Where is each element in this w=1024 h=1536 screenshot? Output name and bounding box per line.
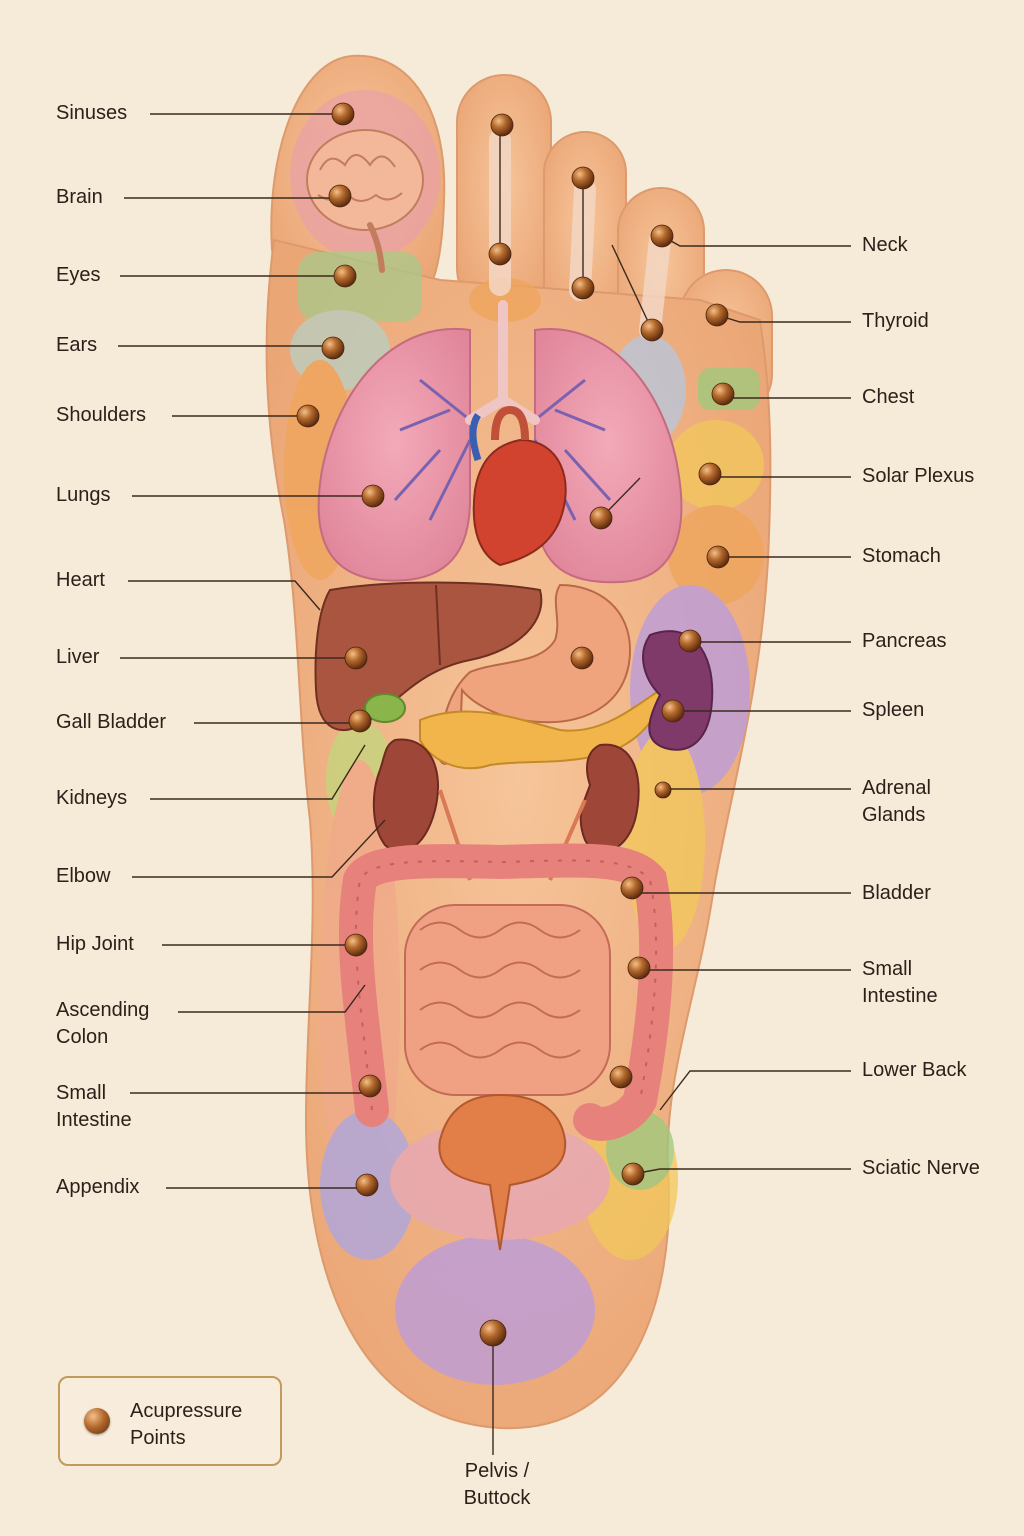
label-solar-plexus: Solar Plexus — [862, 465, 975, 487]
label-liver: Liver — [56, 646, 100, 668]
point-shoulders — [296, 404, 320, 428]
point-hip-joint — [344, 933, 368, 957]
point-toe-stem-2 — [571, 276, 595, 300]
label-elbow: Elbow — [56, 865, 111, 887]
label-pancreas: Pancreas — [862, 630, 947, 652]
point-big-toe-tip — [490, 113, 514, 137]
point-stomach — [706, 545, 730, 569]
small-intestine-organ — [404, 904, 611, 1096]
point-spleen — [661, 699, 685, 723]
bladder-organ — [438, 1093, 567, 1251]
label-shoulders: Shoulders — [56, 404, 147, 426]
point-gall-bladder — [348, 709, 372, 733]
point-lungs — [361, 484, 385, 508]
point-adrenal — [654, 781, 672, 799]
point-brain — [328, 184, 352, 208]
label-small-intestine-right: Small Intestine — [862, 958, 938, 1007]
point-solar-plexus — [698, 462, 722, 486]
liver-organ — [314, 581, 543, 731]
legend-label: Acupressure Points — [130, 1400, 243, 1449]
label-chest: Chest — [862, 386, 915, 408]
point-small-intestine-left — [358, 1074, 382, 1098]
label-adrenal-glands: Adrenal Glands — [862, 777, 931, 826]
point-bladder — [620, 876, 644, 900]
point-small-intestine-right — [627, 956, 651, 980]
point-sinuses — [331, 102, 355, 126]
label-neck: Neck — [862, 234, 908, 256]
label-eyes: Eyes — [56, 264, 101, 286]
heart-organ — [469, 405, 567, 567]
label-thyroid: Thyroid — [862, 310, 929, 332]
label-stomach: Stomach — [862, 545, 941, 567]
lungs-organ — [317, 300, 683, 584]
label-ascending-colon: Ascending Colon — [56, 999, 150, 1048]
label-hip-joint: Hip Joint — [56, 933, 134, 955]
point-stomach-organ — [570, 646, 594, 670]
point-eyes — [333, 264, 357, 288]
leader-lines — [118, 113, 851, 1455]
acupressure-point-icon — [84, 1408, 110, 1434]
colon-organ — [338, 843, 674, 1141]
point-toe-stem-1 — [488, 242, 512, 266]
label-heart: Heart — [56, 569, 105, 591]
point-sciatic — [621, 1162, 645, 1186]
label-appendix: Appendix — [56, 1176, 140, 1198]
label-lungs: Lungs — [56, 484, 111, 506]
label-kidneys: Kidneys — [56, 787, 128, 809]
point-toe-2 — [571, 166, 595, 190]
label-ears: Ears — [56, 334, 98, 356]
label-pelvis-buttock: Pelvis / Buttock — [463, 1460, 531, 1509]
point-liver — [344, 646, 368, 670]
point-ears — [321, 336, 345, 360]
point-appendix — [355, 1173, 379, 1197]
point-pelvis — [479, 1319, 507, 1347]
point-pancreas — [678, 629, 702, 653]
label-brain: Brain — [56, 186, 103, 208]
point-chest — [711, 382, 735, 406]
label-bladder: Bladder — [862, 882, 931, 904]
label-lower-back: Lower Back — [862, 1059, 967, 1081]
point-thyroid — [705, 303, 729, 327]
spleen-organ — [642, 630, 714, 751]
acupressure-points — [296, 102, 735, 1347]
label-small-intestine-left: Small Intestine — [56, 1082, 132, 1131]
point-toe-stem-3 — [640, 318, 664, 342]
legend: Acupressure Points — [58, 1376, 282, 1466]
label-sinuses: Sinuses — [56, 102, 128, 124]
label-sciatic-nerve: Sciatic Nerve — [862, 1157, 980, 1179]
point-neck — [650, 224, 674, 248]
label-gall-bladder: Gall Bladder — [56, 711, 167, 733]
label-spleen: Spleen — [862, 699, 925, 721]
point-right-lung — [589, 506, 613, 530]
point-lower-back — [609, 1065, 633, 1089]
